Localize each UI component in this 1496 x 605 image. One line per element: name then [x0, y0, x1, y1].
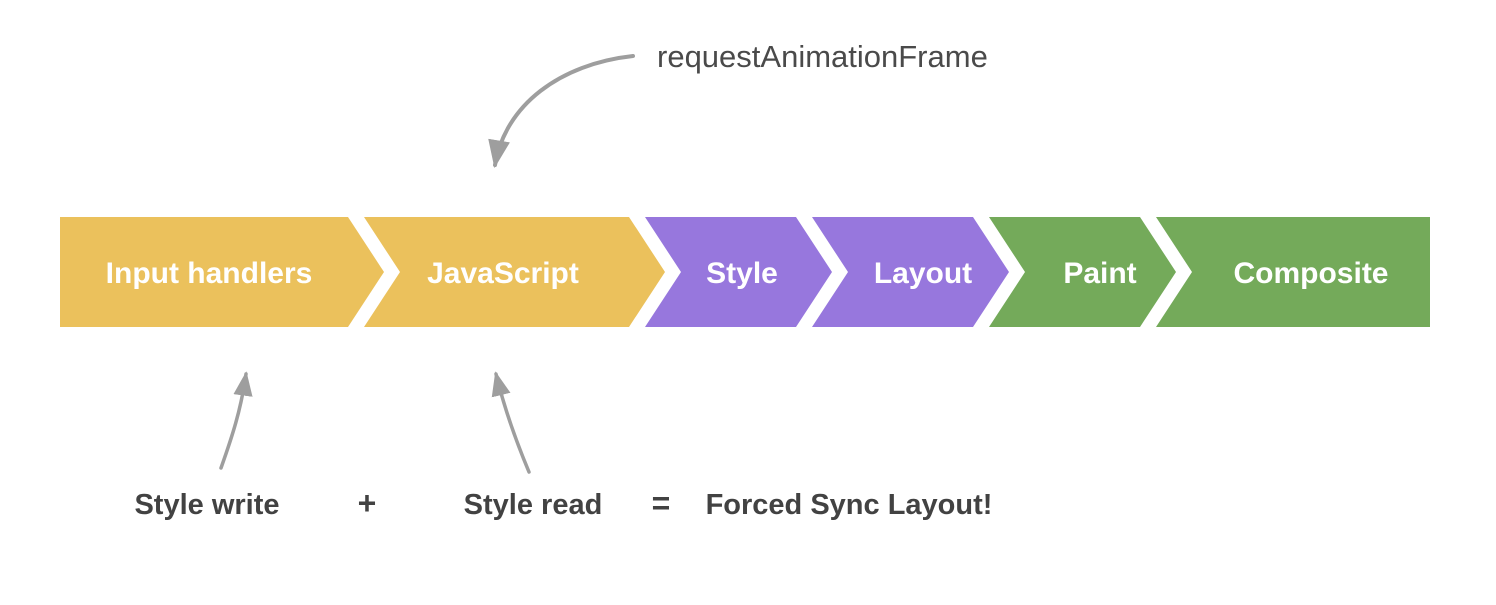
segment-label-javascript: JavaScript	[427, 257, 579, 290]
style-write-label: Style write	[134, 489, 279, 521]
raf-label: requestAnimationFrame	[657, 39, 988, 74]
raf-arrow	[488, 54, 635, 169]
pipeline-bar: Input handlers JavaScript Style Layout P…	[60, 217, 1430, 327]
segment-style	[645, 217, 832, 327]
forced-sync-layout-label: Forced Sync Layout!	[706, 489, 993, 521]
forced-sync-layout-equation: Style write + Style read = Forced Sync L…	[134, 485, 992, 521]
segment-input-handlers	[60, 217, 384, 327]
segment-paint	[989, 217, 1176, 327]
segment-label-paint: Paint	[1063, 257, 1136, 290]
style-read-label: Style read	[464, 489, 603, 521]
segment-label-input-handlers: Input handlers	[106, 257, 313, 290]
segment-label-layout: Layout	[874, 257, 972, 290]
style-write-arrow	[219, 371, 253, 470]
segment-javascript	[364, 217, 665, 327]
segment-label-style: Style	[706, 257, 778, 290]
equals-sign: =	[652, 485, 671, 521]
segment-layout	[812, 217, 1009, 327]
segment-composite	[1156, 217, 1430, 327]
segment-label-composite: Composite	[1233, 257, 1388, 290]
plus-sign: +	[358, 485, 377, 521]
style-read-arrow	[491, 371, 531, 474]
